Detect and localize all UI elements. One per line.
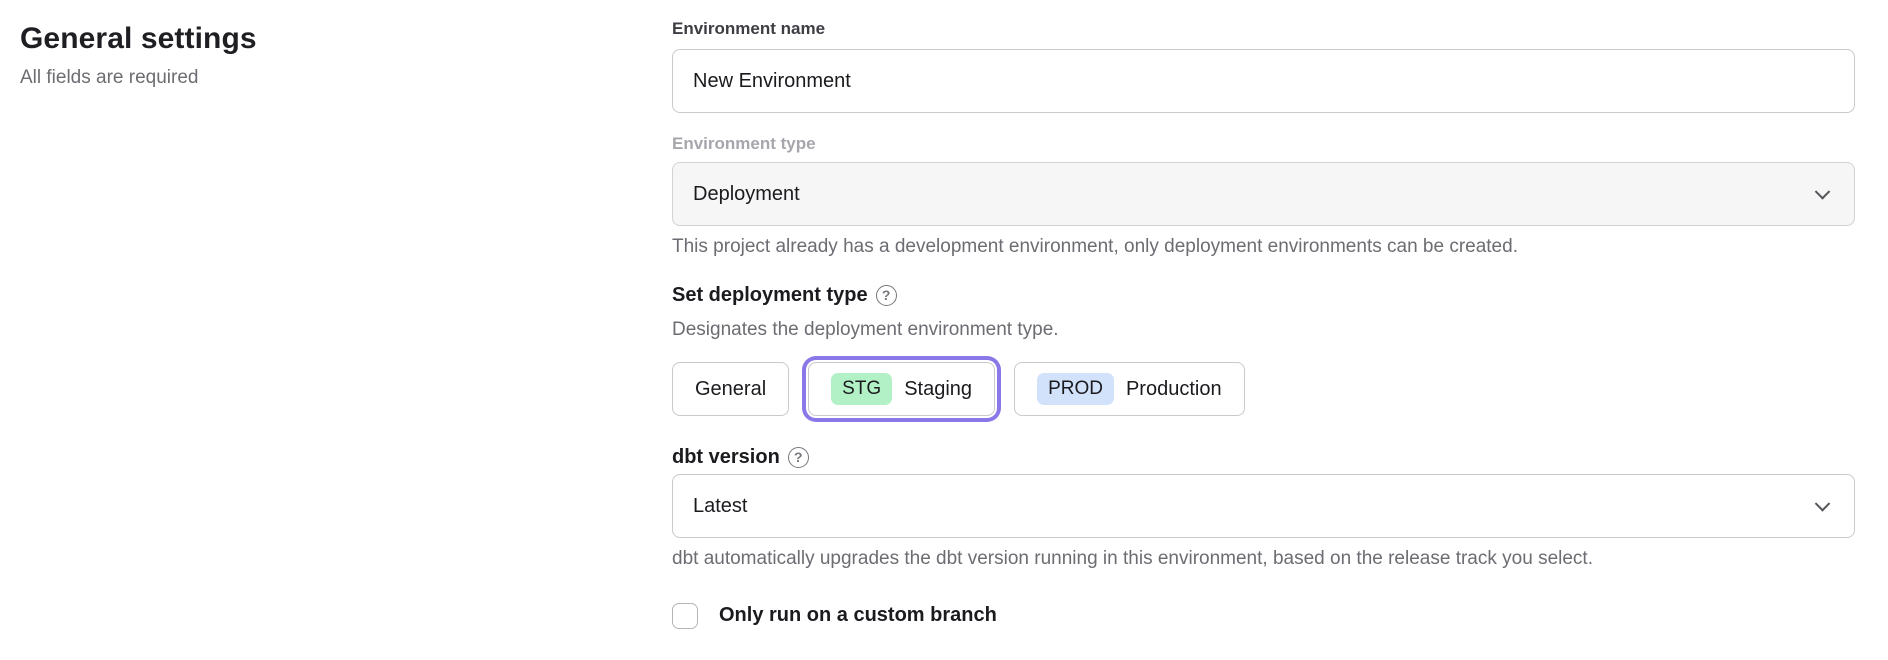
chevron-down-icon: [1814, 496, 1831, 512]
page-title: General settings: [20, 22, 257, 55]
production-badge: PROD: [1037, 373, 1114, 405]
deployment-type-general-label: General: [695, 377, 767, 400]
dbt-version-select[interactable]: Latest: [672, 474, 1855, 538]
deployment-type-production-button[interactable]: PROD Production: [1014, 362, 1245, 416]
dbt-version-section-label: dbt version ?: [672, 444, 1855, 470]
environment-type-select: Deployment: [672, 162, 1855, 226]
staging-badge: STG: [831, 373, 893, 405]
help-icon[interactable]: ?: [787, 446, 809, 468]
custom-branch-checkbox[interactable]: [672, 602, 698, 629]
deployment-type-section-label: Set deployment type ?: [672, 282, 1855, 308]
environment-type-value: Deployment: [693, 182, 800, 205]
custom-branch-label: Only run on a custom branch: [719, 604, 997, 626]
help-icon[interactable]: ?: [875, 284, 897, 306]
settings-header: General settings All fields are required: [20, 20, 580, 91]
deployment-type-general-button[interactable]: General: [672, 362, 790, 416]
page-subtitle: All fields are required: [20, 67, 199, 88]
environment-form: Environment name Environment type Deploy…: [672, 0, 1855, 629]
custom-branch-row[interactable]: Only run on a custom branch: [672, 602, 1855, 629]
environment-name-label: Environment name: [672, 19, 826, 38]
dbt-version-label: dbt version: [672, 446, 780, 468]
environment-name-input[interactable]: [672, 49, 1855, 113]
dbt-version-helper: dbt automatically upgrades the dbt versi…: [672, 548, 1593, 569]
dbt-version-value: Latest: [693, 494, 748, 517]
deployment-type-staging-button[interactable]: STG Staging: [808, 362, 996, 416]
deployment-type-staging-label: Staging: [904, 377, 973, 400]
deployment-type-production-label: Production: [1125, 377, 1222, 400]
deployment-type-options: General STG Staging PROD Production: [672, 362, 1855, 416]
deployment-type-helper: Designates the deployment environment ty…: [672, 319, 1059, 340]
deployment-type-label: Set deployment type: [672, 284, 868, 306]
environment-type-helper: This project already has a development e…: [672, 236, 1518, 257]
environment-type-label: Environment type: [672, 134, 816, 153]
chevron-down-icon: [1814, 184, 1831, 200]
